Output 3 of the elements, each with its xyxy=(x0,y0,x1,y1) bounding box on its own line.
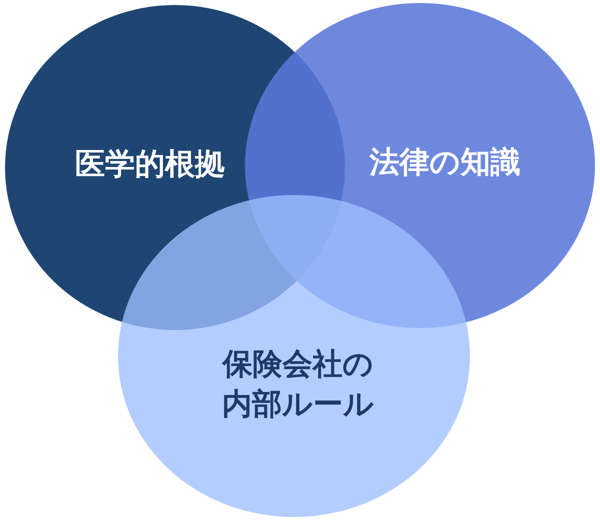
circle-label: 保険会社の内部ルール xyxy=(220,346,375,424)
circle-label: 医学的根拠 xyxy=(74,146,226,184)
circle-label: 法律の知識 xyxy=(368,144,522,182)
